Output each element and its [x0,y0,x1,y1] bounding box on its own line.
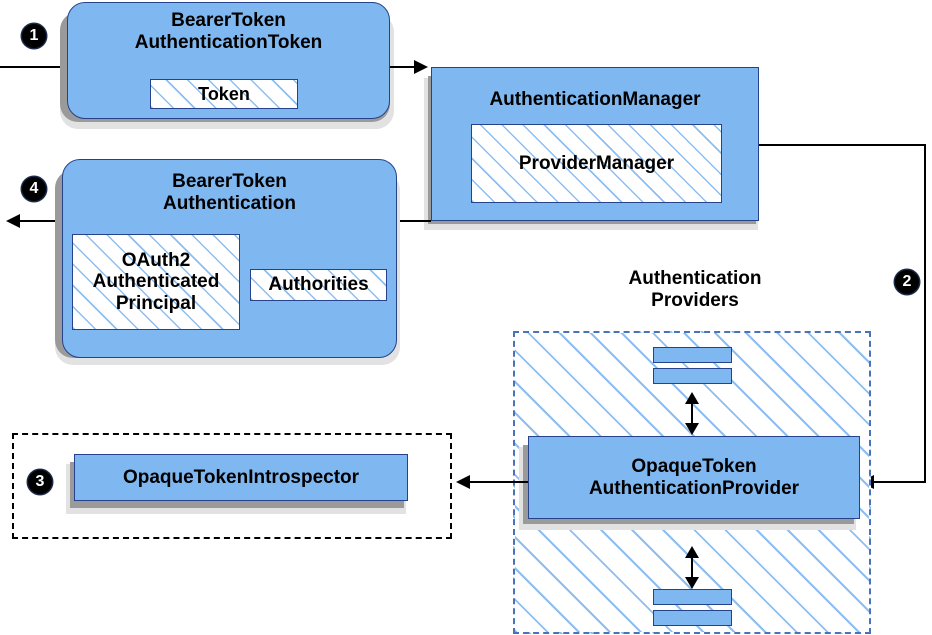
bearer-token-authentication-token-title: BearerToken AuthenticationToken [134,10,323,53]
introspector-region [12,433,452,539]
step-3-badge: 3 [28,470,52,494]
arrow-down-icon-lower-link [685,577,699,589]
bearer-token-authentication-title: BearerToken Authentication [163,171,296,214]
arrow-right-icon-to-manager [414,60,428,74]
stack-bar-lower-1 [653,589,732,605]
opaque-token-provider-title: OpaqueToken AuthenticationProvider [588,455,800,499]
step-1-badge: 1 [22,24,46,48]
inner-token: Token [150,79,298,109]
edge-lower-link [691,553,693,579]
edge-provider-to-introspector [470,481,528,483]
inner-authorities: Authorities [250,269,387,301]
edge-into-provider-segment [872,481,926,483]
arrow-left-icon-response-out [6,214,20,228]
arrow-up-icon-upper-link [685,392,699,404]
authentication-providers-label: Authentication Providers [628,268,762,311]
step-4-badge: 4 [22,177,46,201]
node-opaque-token-introspector[interactable]: OpaqueTokenIntrospector [74,454,408,501]
arrow-up-icon-lower-link [685,546,699,558]
authentication-manager-title: AuthenticationManager [489,89,701,110]
inner-oauth2-authenticated-principal: OAuth2 Authenticated Principal [72,234,240,330]
stack-bar-upper-1 [653,347,732,363]
edge-upper-link [691,399,693,425]
node-bearer-token-authentication-token[interactable]: BearerToken AuthenticationToken [67,2,390,119]
arrow-left-icon-to-introspector [456,475,470,489]
stack-bar-upper-2 [653,368,732,384]
edge-request-in [0,66,80,68]
step-2-badge: 2 [895,270,919,294]
inner-provider-manager: ProviderManager [471,124,722,203]
edge-manager-right-segment [759,144,926,146]
edge-bearer-token-to-manager [390,66,422,68]
edge-right-vertical-segment [924,144,926,483]
node-opaque-token-authentication-provider[interactable]: OpaqueToken AuthenticationProvider [528,436,860,519]
opaque-token-introspector-title: OpaqueTokenIntrospector [122,466,360,488]
stack-bar-lower-2 [653,610,732,626]
arrow-down-icon-upper-link [685,423,699,435]
